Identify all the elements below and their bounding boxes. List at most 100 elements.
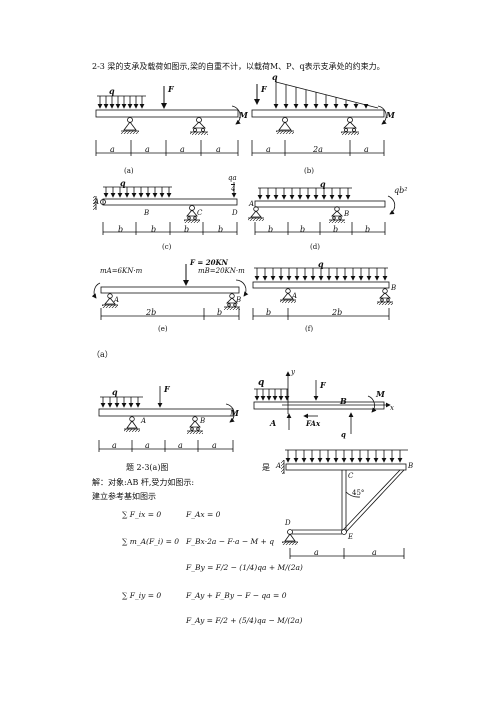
- dim-b-1: a: [266, 145, 271, 154]
- dim-c-4: b: [218, 225, 224, 234]
- dim-d-3: b: [333, 225, 339, 234]
- beam-c: [102, 198, 238, 206]
- fbd-qlabel: q: [341, 430, 346, 439]
- label-d-M: qb²: [394, 186, 408, 195]
- eq2-lhs: ∑ m_A(F_i) = 0: [122, 537, 180, 546]
- fbd-FAx: FAx: [306, 419, 321, 428]
- sol-left-A: A: [141, 417, 147, 425]
- free-body-diagram: [253, 371, 391, 434]
- support-c-C: [184, 205, 200, 223]
- sol-left-q: q: [112, 387, 118, 397]
- fbd-x: x: [390, 404, 394, 412]
- support-f-B: [377, 288, 393, 305]
- support-c-A: [93, 196, 106, 210]
- dimension-a: [95, 140, 239, 156]
- label-f-A: A: [292, 292, 298, 300]
- solution-line2: 建立参考基如图示: [92, 492, 156, 501]
- figure-a: [95, 86, 241, 156]
- truss-B: B: [408, 462, 414, 470]
- fbd-B: B: [340, 396, 347, 406]
- distributed-load-c: [103, 186, 172, 198]
- distributed-load-f: [254, 267, 388, 281]
- sol-dim-4: a: [212, 441, 217, 450]
- dim-a-1: a: [110, 145, 115, 154]
- dim-b-3: a: [364, 145, 369, 154]
- dim-c-1: b: [118, 225, 124, 234]
- label-e-F: F = 20KN: [190, 258, 228, 267]
- label-c-A: A: [94, 198, 100, 206]
- dim-f-1: b: [266, 308, 272, 317]
- sol-dim-3: a: [178, 441, 183, 450]
- dim-d-2: b: [300, 225, 306, 234]
- eq3-rhs: F_By = F/2 − (1/4)qa + M/(2a): [186, 563, 303, 572]
- dimension-e: [100, 308, 240, 320]
- label-c-qa: qa: [228, 174, 237, 182]
- beam-d: [254, 200, 386, 208]
- moment-arc-d: [387, 195, 396, 215]
- eq2-rhs: F_Bx·2a − F·a − M + q: [186, 537, 275, 546]
- figure-d: [248, 187, 396, 235]
- truss-dim-1: a: [314, 548, 319, 557]
- figure-caption: 题 2-3(a)图: [126, 463, 169, 472]
- problem-statement: 2-3 梁的支承及载荷如图示,梁的自重不计，以载荷M、P、q表示支承处的约束力。: [92, 62, 385, 71]
- moment-arc-b: [377, 105, 387, 125]
- moment-arc-a: [231, 105, 241, 125]
- dim-f-2: 2b: [332, 308, 343, 317]
- distributed-load-d: [257, 187, 352, 200]
- sol-dim-2: a: [145, 441, 150, 450]
- eq4-lhs: ∑ F_iy = 0: [122, 591, 162, 600]
- solution-figure-left: [98, 386, 235, 452]
- label-d-B: B: [344, 210, 350, 218]
- dim-c-2: b: [151, 225, 157, 234]
- figure-c: [93, 182, 238, 235]
- beam-b: [251, 109, 385, 118]
- label-b-F: F: [261, 84, 267, 94]
- support-a2: [190, 117, 208, 135]
- eq4-rhs: F_Ay + F_By − F − qa = 0: [186, 591, 287, 600]
- truss-dim-2: a: [372, 548, 377, 557]
- dim-e-2: b: [217, 308, 223, 317]
- triangular-load-b: [273, 81, 379, 109]
- dimension-b: [251, 140, 385, 156]
- label-c-D: D: [232, 209, 238, 217]
- caption-b: (b): [304, 167, 314, 175]
- sol-left-M: M: [230, 408, 239, 418]
- label-c-q: q: [120, 178, 126, 188]
- eq1-lhs: ∑ F_ix = 0: [122, 510, 162, 519]
- sol-left-B: B: [200, 417, 206, 425]
- label-a-F: F: [168, 84, 174, 94]
- label-e-A: A: [114, 296, 120, 304]
- eq5-rhs: F_Ay = F/2 + (5/4)qa − M/(2a): [186, 616, 303, 625]
- truss-D: D: [285, 519, 291, 527]
- eq1-rhs: F_Ax = 0: [186, 510, 221, 519]
- truss-diagram: [281, 449, 408, 559]
- support-e-A: [102, 293, 118, 308]
- caption-e: (e): [158, 325, 168, 333]
- support-b2: [341, 117, 359, 135]
- label-e-B: B: [236, 296, 242, 304]
- label-c-B: B: [144, 209, 150, 217]
- dim-d-4: b: [365, 225, 371, 234]
- label-c-4: 4: [231, 184, 236, 193]
- label-c-C: C: [197, 209, 203, 217]
- distributed-load-sol: [100, 396, 143, 408]
- support-e-B: [224, 293, 240, 310]
- beam-a: [95, 109, 239, 118]
- support-d-A: [248, 206, 264, 221]
- dim-a-3: a: [180, 145, 185, 154]
- label-f-q: q: [318, 259, 324, 269]
- dim-d-1: b: [268, 225, 274, 234]
- truss-angle: 45°: [352, 489, 365, 497]
- beam-e: [100, 286, 240, 294]
- beam-f: [252, 281, 390, 289]
- label-d-A: A: [249, 200, 255, 208]
- support-d-B: [329, 206, 345, 223]
- sol-left-F: F: [164, 384, 170, 394]
- figure-f: [252, 267, 393, 320]
- dim-c-3: b: [184, 225, 190, 234]
- figure-e: [91, 264, 249, 320]
- solution-line1: 解：对象:AB 杆,受力如图示:: [92, 478, 195, 487]
- truss-A: A: [276, 462, 282, 470]
- distributed-load-a: [97, 95, 146, 109]
- dim-a-2: a: [145, 145, 150, 154]
